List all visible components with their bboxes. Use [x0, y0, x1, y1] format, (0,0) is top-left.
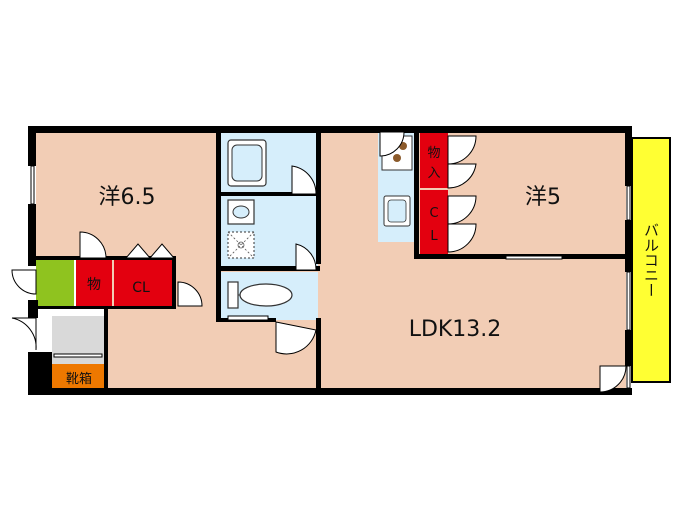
toilet-icon — [239, 283, 293, 307]
green-storage — [36, 260, 74, 308]
mono-label: 物 — [87, 277, 101, 293]
western-room-large-floor — [36, 132, 218, 260]
ldk-label: LDK13.2 — [409, 317, 502, 342]
windows — [30, 165, 631, 389]
sliding-doors — [53, 255, 563, 358]
mono-storage — [76, 260, 112, 308]
shoe-box-label: 靴箱 — [66, 371, 92, 387]
shoe-box — [52, 364, 106, 392]
toilet-tank-icon — [227, 281, 239, 309]
balcony-label: バルコニー — [642, 223, 660, 298]
western-room-large-label: 洋6.5 — [99, 185, 156, 210]
closet-left-label: CL — [132, 280, 150, 296]
closet-right — [420, 190, 448, 254]
doors — [11, 131, 627, 393]
closet-right-label-l: L — [430, 229, 438, 244]
closet-right-label-c: C — [429, 206, 438, 221]
mono-ire-label-2: 入 — [427, 166, 440, 181]
closet-left — [114, 260, 172, 308]
mono-ire-storage — [420, 132, 448, 188]
western-room-small-label: 洋5 — [525, 185, 561, 210]
mono-ire-label-1: 物 — [427, 146, 440, 161]
washing-machine-space-icon — [227, 231, 255, 259]
